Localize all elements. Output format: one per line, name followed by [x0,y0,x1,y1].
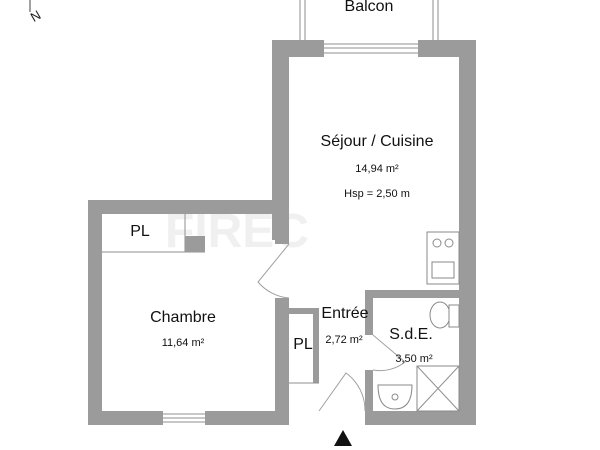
room-sejour-height: Hsp = 2,50 m [344,188,410,200]
north-label: N [28,7,44,25]
wall-bottom-right [365,411,476,425]
closet-entree-label: PL [293,336,313,353]
room-sde-name: S.d.E. [389,326,433,343]
room-balcon-name: Balcon [345,0,394,15]
wall-pl-entree-top [289,308,319,314]
shower-diagonal-2 [416,365,460,412]
wall-chambre-right-bottom [275,298,289,425]
closet-bedroom-label: PL [130,223,150,240]
pl-bedroom-block [185,236,205,252]
toilet-bowl [429,301,451,329]
wall-chambre-right-top [275,214,289,244]
wall-sde-top [365,290,459,298]
room-sejour-name: Séjour / Cuisine [321,133,434,150]
wall-bottom-left [88,411,163,425]
room-sde-area: 3,50 m² [395,353,433,365]
wall-right [459,40,476,425]
wall-chambre-left [88,200,102,425]
hob-ring-1 [432,238,442,248]
wall-sde-left-top [365,290,373,335]
sink-drain [391,393,399,401]
wall-sejour-left [272,40,289,240]
kitchen-sink [431,261,455,279]
room-entree-area: 2,72 m² [325,334,363,346]
wall-sde-left-bottom [365,370,373,425]
room-chambre-name: Chambre [150,309,216,326]
door-sde [372,334,406,372]
room-entree-name: Entrée [321,305,368,322]
entrance-arrow-icon [334,430,352,446]
wall-bottom-mid [205,411,289,425]
hob-ring-2 [444,238,454,248]
room-chambre-area: 11,64 m² [162,337,205,349]
room-sejour-area: 14,94 m² [355,163,399,175]
door-sejour [257,243,290,299]
wall-pl-entree-right [313,308,319,383]
door-entrance [318,372,366,412]
wall-chambre-top [88,200,289,214]
toilet-tank [448,304,460,328]
